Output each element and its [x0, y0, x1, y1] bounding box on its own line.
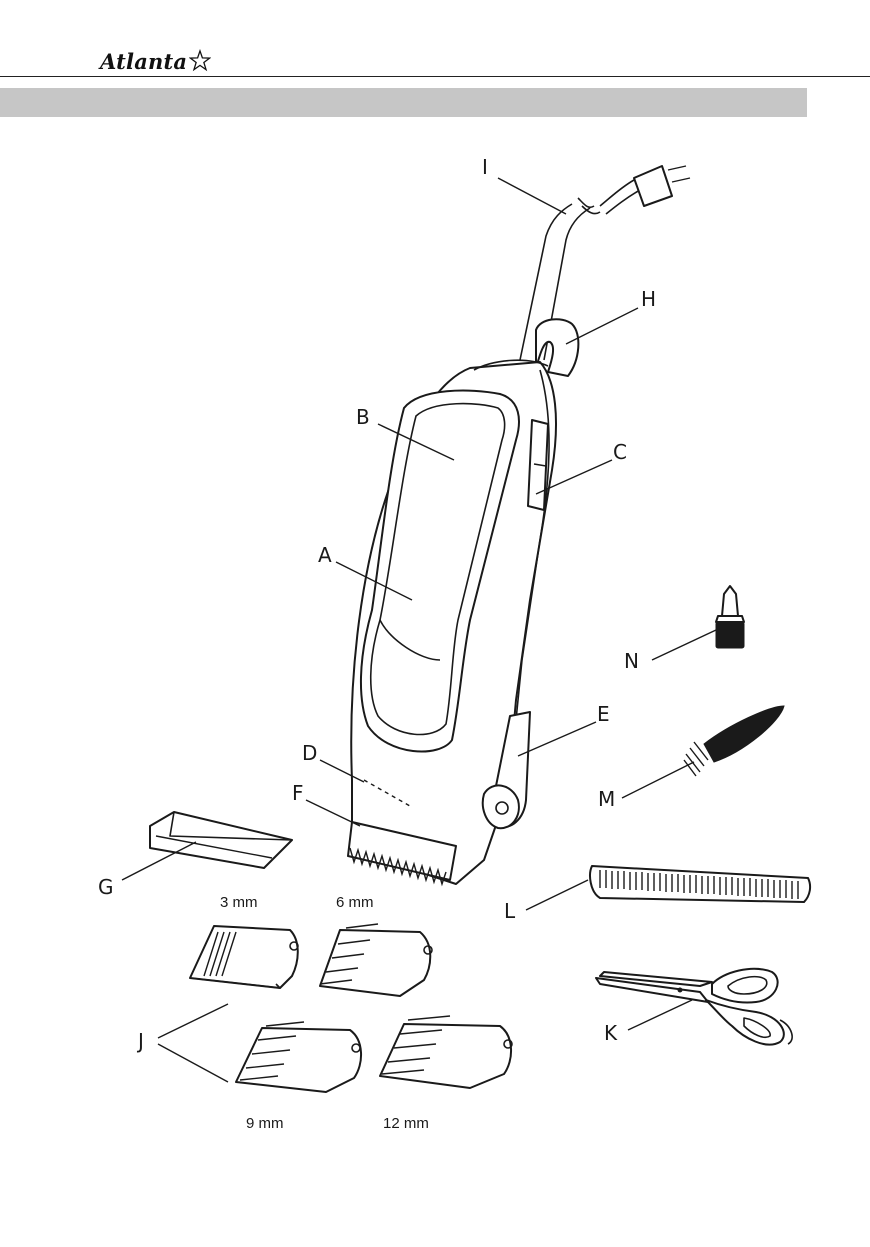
- oil-bottle: [716, 586, 744, 648]
- comb: [590, 866, 810, 902]
- callout-m: M: [598, 787, 615, 811]
- callout-h: H: [641, 287, 656, 311]
- blade-guard: [150, 812, 292, 868]
- guide-comb-12mm: [380, 1016, 512, 1088]
- callout-d: D: [302, 741, 317, 765]
- guide-comb-9mm: [236, 1022, 361, 1092]
- callout-n: N: [624, 649, 639, 673]
- callout-l: L: [504, 899, 516, 923]
- callout-g: G: [98, 875, 114, 899]
- guide-comb-3mm: [190, 926, 298, 988]
- cleaning-brush: [684, 706, 784, 776]
- size-12mm: 12 mm: [383, 1115, 429, 1132]
- guide-comb-6mm: [320, 924, 432, 996]
- callout-k: K: [604, 1021, 618, 1045]
- clipper-body: [348, 319, 578, 884]
- size-9mm: 9 mm: [246, 1115, 284, 1132]
- callout-i: I: [482, 155, 488, 179]
- callout-f: F: [292, 781, 304, 805]
- scissors: [596, 969, 792, 1045]
- callout-b: B: [356, 405, 370, 429]
- callout-e: E: [597, 702, 610, 726]
- size-6mm: 6 mm: [336, 894, 374, 911]
- callout-j: J: [136, 1029, 144, 1053]
- size-3mm: 3 mm: [220, 894, 258, 911]
- callout-a: A: [318, 543, 332, 567]
- callout-c: C: [613, 440, 627, 464]
